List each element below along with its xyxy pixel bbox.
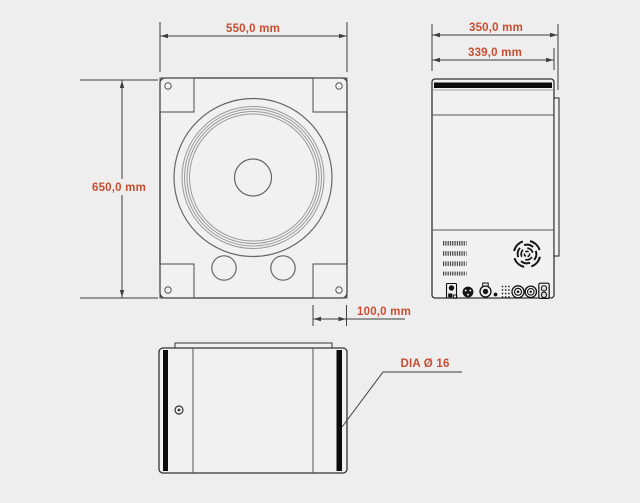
mount-plate-bottom-right (312, 263, 348, 299)
front-width-label: 550,0 mm (226, 23, 280, 35)
pole-bar-left (163, 350, 168, 471)
screw-hole-icon (164, 82, 343, 294)
front-height-label: 650,0 mm (92, 182, 146, 194)
fuse-module-icon (538, 282, 550, 300)
led-dot-icon (493, 292, 498, 297)
vent-grille-icon (443, 241, 467, 276)
dimension-front-height: 650,0 mm (80, 79, 158, 299)
xlr-female-icon (462, 286, 474, 298)
mount-plate-bottom-left (159, 263, 195, 299)
front-view (159, 77, 348, 299)
woofer-outer-ring (173, 97, 333, 258)
dimension-pole-diameter: DIA Ø 16 (341, 358, 462, 428)
top-view (158, 342, 348, 474)
mount-offset-label: 100,0 mm (357, 306, 411, 318)
dimension-depth-outer: 350,0 mm (431, 22, 559, 90)
speakon-right-icon (524, 285, 538, 299)
dot-grid-icon (501, 285, 510, 298)
side-view (431, 78, 560, 300)
dust-cap (233, 158, 273, 197)
pole-bar-right (336, 350, 342, 471)
bass-ports (211, 255, 296, 281)
front-cabinet-outline (159, 77, 348, 299)
top-lip (174, 342, 333, 349)
port-left (211, 255, 237, 281)
front-gasket-bar (434, 82, 552, 88)
rear-rail (553, 97, 560, 257)
mount-plate-top-right (312, 77, 348, 113)
xlr-male-icon (479, 282, 492, 298)
depth-inner-label: 339,0 mm (468, 47, 522, 59)
corner-mount-plates (159, 77, 348, 299)
woofer-driver (173, 97, 333, 258)
top-cabinet-outline (158, 347, 348, 474)
dimension-front-width: 550,0 mm (159, 22, 348, 72)
port-right (270, 255, 296, 281)
pole-socket-icon (174, 405, 184, 415)
speakon-left-icon (511, 285, 525, 299)
dimension-depth-inner: 339,0 mm (432, 47, 555, 70)
amp-panel (443, 239, 550, 300)
dimension-mount-offset: 100,0 mm (312, 305, 411, 326)
mount-plate-top-left (159, 77, 195, 113)
power-inlet-icon (445, 282, 458, 299)
depth-outer-label: 350,0 mm (469, 22, 523, 34)
pole-diameter-label: DIA Ø 16 (400, 358, 449, 370)
connector-row (445, 282, 550, 300)
